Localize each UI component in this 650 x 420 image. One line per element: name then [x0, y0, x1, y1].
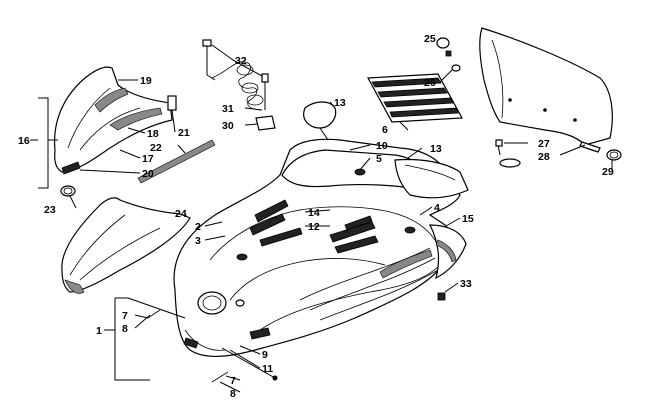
callout-20: 20 [142, 168, 154, 180]
vent-decal [367, 73, 463, 123]
callout-33: 33 [460, 278, 472, 290]
callout-10: 10 [376, 140, 388, 152]
callout-16: 16 [18, 135, 30, 147]
callout-2: 2 [195, 221, 201, 233]
callout-7b: 7 [230, 375, 236, 387]
callout-11: 11 [262, 363, 273, 375]
callout-7a: 7 [122, 310, 128, 322]
callout-1: 1 [96, 325, 102, 337]
callout-27: 27 [538, 138, 550, 150]
callout-13a: 13 [334, 97, 346, 109]
hood-assembly [173, 138, 469, 358]
callout-3: 3 [195, 235, 201, 247]
callout-24: 24 [175, 208, 187, 220]
callout-21: 21 [178, 127, 190, 139]
bracket-assembly [202, 39, 276, 131]
windshield [479, 27, 613, 153]
side-panel-left [53, 66, 177, 197]
callout-5: 5 [376, 153, 382, 165]
callout-25: 25 [424, 33, 436, 45]
callout-31: 31 [222, 103, 234, 115]
callout-8b: 8 [230, 388, 236, 400]
decal-strip [137, 139, 216, 184]
callout-14: 14 [308, 207, 320, 219]
callout-13b: 13 [430, 143, 442, 155]
storage-bag [61, 197, 191, 294]
callout-18: 18 [147, 128, 159, 140]
callout-labels: 1 2 3 4 5 6 7 8 9 10 11 12 13 14 15 16 1… [18, 33, 614, 400]
callout-9: 9 [262, 349, 268, 361]
callout-12: 12 [308, 221, 320, 233]
support-rods [127, 297, 278, 383]
mirror [303, 101, 337, 141]
callout-4: 4 [434, 202, 440, 214]
callout-17: 17 [142, 153, 154, 165]
callout-6: 6 [382, 124, 388, 136]
callout-26: 26 [424, 77, 436, 89]
leader-lines [30, 37, 613, 393]
callout-23: 23 [44, 204, 56, 216]
callout-32: 32 [235, 55, 247, 67]
callout-15: 15 [462, 213, 474, 225]
callout-22: 22 [150, 142, 162, 154]
callout-30: 30 [222, 120, 234, 132]
callout-8a: 8 [122, 323, 128, 335]
callout-19: 19 [140, 75, 152, 87]
callout-29: 29 [602, 166, 614, 178]
callout-28: 28 [538, 151, 550, 163]
